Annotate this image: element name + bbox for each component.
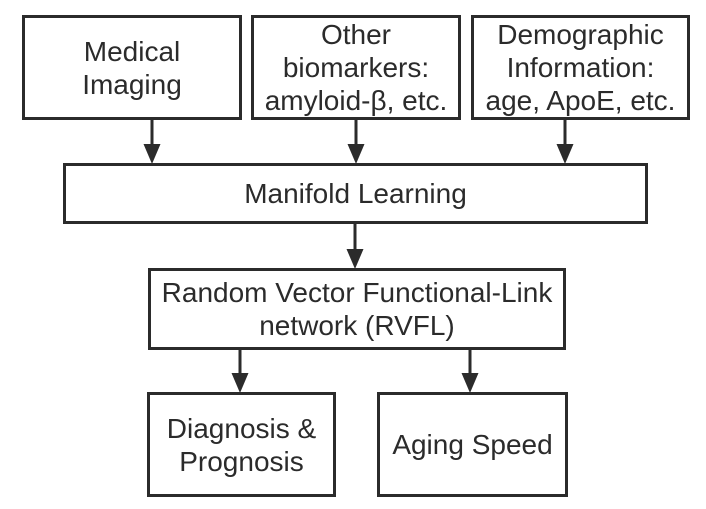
- arrow-biomarkers-to-manifold: [347, 118, 365, 164]
- node-label: Medical Imaging: [82, 35, 182, 100]
- node-label: Demographic Information: age, ApoE, etc.: [485, 19, 676, 116]
- arrow-rvfl-to-aging-speed: [461, 348, 479, 393]
- node-other-biomarkers: Other biomarkers: amyloid-β, etc.: [251, 15, 461, 120]
- node-rvfl-network: Random Vector Functional-Link network (R…: [148, 268, 566, 350]
- node-label: Other biomarkers: amyloid-β, etc.: [264, 19, 448, 116]
- arrow-demographic-to-manifold: [556, 118, 574, 164]
- arrow-medical-to-manifold: [143, 118, 161, 164]
- node-manifold-learning: Manifold Learning: [63, 163, 648, 224]
- node-diagnosis-prognosis: Diagnosis & Prognosis: [147, 392, 336, 497]
- node-aging-speed: Aging Speed: [377, 392, 568, 497]
- node-label: Manifold Learning: [244, 178, 467, 209]
- node-label: Random Vector Functional-Link network (R…: [161, 277, 553, 341]
- node-label: Diagnosis & Prognosis: [166, 412, 317, 477]
- node-demographic-information: Demographic Information: age, ApoE, etc.: [471, 15, 690, 120]
- node-label: Aging Speed: [392, 429, 553, 460]
- arrow-rvfl-to-diagnosis: [231, 348, 249, 393]
- arrow-manifold-to-rvfl: [346, 222, 364, 269]
- node-medical-imaging: Medical Imaging: [22, 15, 242, 120]
